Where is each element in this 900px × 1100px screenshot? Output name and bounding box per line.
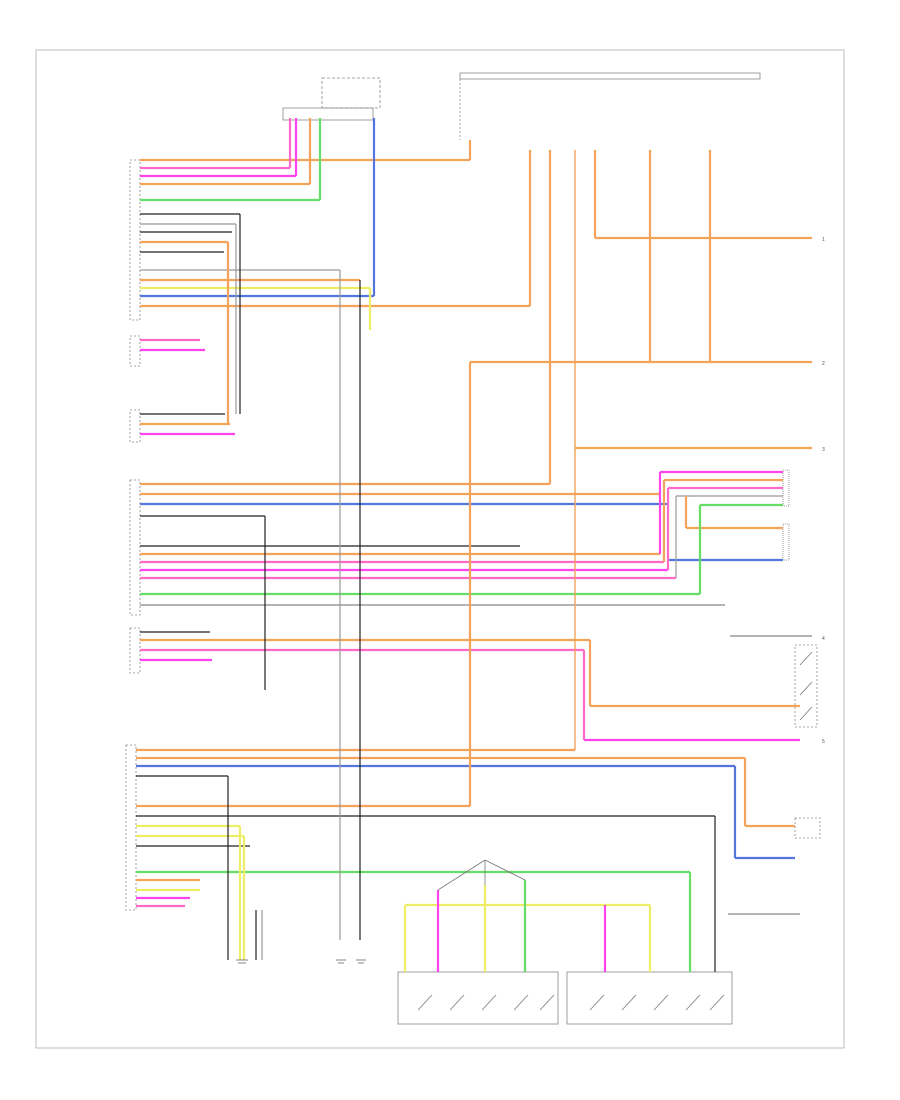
wires-horizontal	[136, 158, 812, 915]
connector-label-1: 1	[822, 237, 825, 243]
connector-number-labels: 1 2 3 4 5	[822, 237, 825, 745]
switch-contacts	[417, 651, 813, 1011]
connector-label-4: 4	[822, 636, 825, 642]
connector-label-5: 5	[822, 739, 825, 745]
wires-vertical	[226, 118, 747, 972]
connector-label-2: 2	[822, 361, 825, 367]
ground-symbols	[236, 959, 366, 964]
diagram-border	[35, 49, 845, 1049]
connector-label-3: 3	[822, 447, 825, 453]
component-outlines	[125, 72, 821, 1025]
